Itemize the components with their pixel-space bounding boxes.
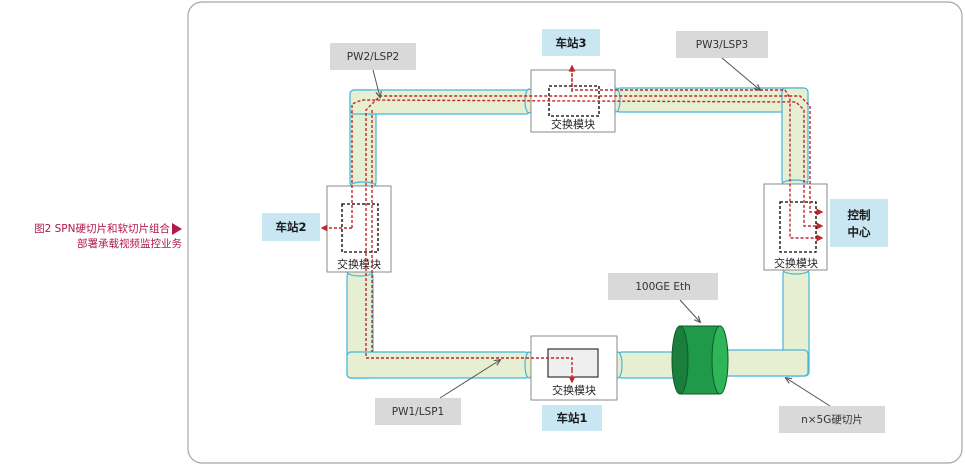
callout-pw2-text: PW2/LSP2 (347, 51, 399, 63)
switch-module-label-left: 交换模块 (337, 257, 381, 271)
figure-caption: 图2 SPN硬切片和软切片组合 部署承载视频监控业务 (0, 222, 182, 252)
diagram-frame (187, 1, 963, 464)
switch-module-left: 交换模块 (326, 185, 392, 273)
switch-module-label-right: 交换模块 (774, 256, 818, 270)
caption-line-1: 图2 SPN硬切片和软切片组合 (0, 222, 182, 237)
flow-station2 (351, 99, 824, 230)
callout-pw1: PW1/LSP1 (375, 360, 500, 425)
eth-cylinder (671, 325, 729, 395)
station-2: 车站2 (262, 213, 320, 241)
control-center-label-1: 控制 (848, 208, 871, 222)
callout-hard-slice-text: n×5G硬切片 (801, 413, 863, 426)
callout-eth: 100GE Eth (608, 273, 718, 322)
switch-module-label-bottom: 交换模块 (552, 383, 596, 397)
station-1: 车站1 (542, 405, 602, 431)
pipe-bottom-right (721, 349, 809, 377)
callout-eth-text: 100GE Eth (635, 281, 691, 293)
callout-pw3-text: PW3/LSP3 (696, 39, 748, 51)
callout-hard-slice: n×5G硬切片 (779, 378, 885, 433)
callout-pw3: PW3/LSP3 (676, 31, 768, 90)
callout-pw1-text: PW1/LSP1 (392, 406, 444, 418)
pipe-bottom-mid (617, 351, 681, 379)
control-center-label-2: 中心 (848, 225, 871, 239)
switch-module-bottom: 交换模块 (530, 335, 618, 401)
station-3: 车站3 (542, 29, 600, 56)
switch-module-right: 交换模块 (763, 183, 828, 271)
pipe-top-left (349, 89, 531, 115)
station-2-label: 车站2 (275, 220, 306, 234)
station-1-label: 车站1 (556, 411, 587, 425)
station-3-label: 车站3 (555, 36, 586, 50)
pipe-bottom-left (346, 351, 530, 379)
caption-line-2: 部署承载视频监控业务 (77, 238, 182, 250)
caption-arrow-icon (172, 223, 182, 235)
control-center: 控制 中心 (830, 199, 888, 247)
callout-pw2: PW2/LSP2 (330, 43, 416, 97)
switch-module-label-top: 交换模块 (551, 117, 595, 131)
pipe-top-right (615, 87, 807, 113)
